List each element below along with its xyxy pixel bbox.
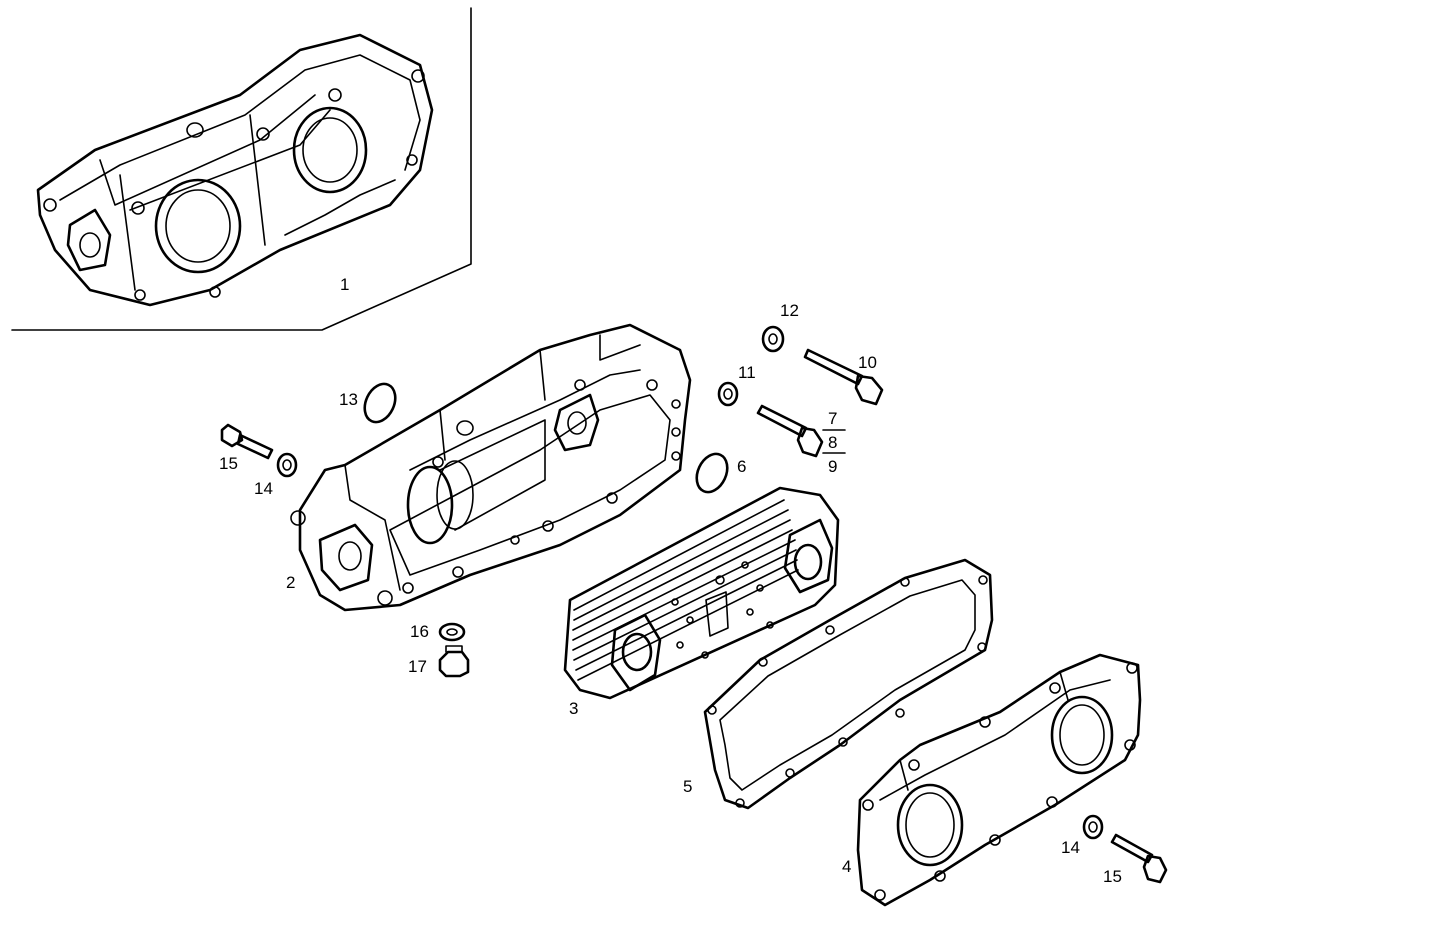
part-12-washer (761, 325, 785, 353)
part-10-bolt (803, 348, 884, 406)
callout-3: 3 (569, 699, 578, 718)
part-3-cooler-core (563, 486, 840, 700)
callout-4: 4 (842, 857, 851, 876)
part-15-bolt-upper (220, 423, 274, 460)
callout-13: 13 (339, 390, 358, 409)
callout-1: 1 (340, 275, 349, 294)
callout-5: 5 (683, 777, 692, 796)
callout-10: 10 (858, 353, 877, 372)
assembly-inset-frame (11, 7, 472, 331)
callout-14-upper: 14 (254, 479, 273, 498)
part-16-seal-ring (438, 622, 466, 642)
callout-8: 8 (828, 433, 837, 452)
callout-7: 7 (828, 409, 837, 428)
part-14-washer-upper (276, 452, 298, 478)
callout-11: 11 (738, 363, 756, 382)
part-5-gasket (703, 558, 994, 810)
part-14-washer-lower (1082, 814, 1104, 840)
part-1-oil-cooler-assembly (36, 33, 434, 307)
part-4-cover (856, 653, 1142, 907)
callout-15-lower: 15 (1103, 867, 1122, 886)
part-17-plug (438, 645, 470, 678)
part-13-o-ring (363, 382, 397, 424)
callout-12: 12 (780, 301, 799, 320)
part-15-bolt-lower (1110, 833, 1168, 884)
part-2-cooler-housing (290, 323, 692, 612)
callout-15-upper: 15 (219, 454, 238, 473)
callout-17: 17 (408, 657, 427, 676)
callout-14-lower: 14 (1061, 838, 1080, 857)
callout-2: 2 (286, 573, 295, 592)
callout-6: 6 (737, 457, 746, 476)
callout-9: 9 (828, 457, 837, 476)
part-11-washer (717, 381, 739, 407)
callout-16: 16 (410, 622, 429, 641)
part-7-8-9-bolt (756, 404, 824, 458)
part-6-o-ring (695, 452, 729, 494)
